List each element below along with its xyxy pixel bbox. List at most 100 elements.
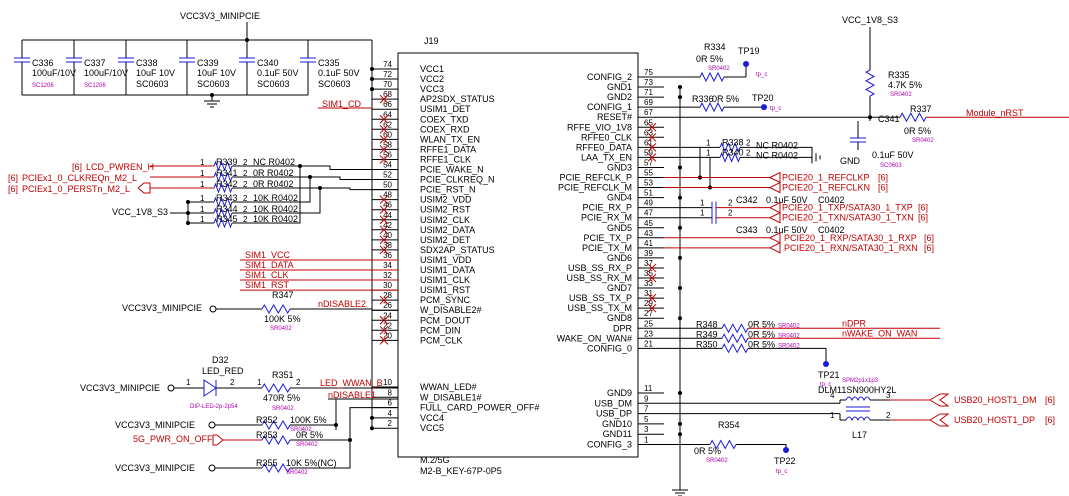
junction-dot xyxy=(868,115,872,120)
pin-number: 40 xyxy=(383,231,392,240)
no-connect-mark xyxy=(647,142,657,152)
offpage-connector xyxy=(769,201,781,214)
power-label-vcc3v3: VCC3V3_MINIPCIE xyxy=(122,303,202,313)
resistor-package: SR0402 xyxy=(270,326,292,332)
resistor-symbol xyxy=(899,112,927,123)
pin-name: USIM2_RST xyxy=(420,205,471,215)
resistor-symbol xyxy=(261,304,291,314)
junction-dot xyxy=(370,87,374,92)
net-label-usb: USB20_HOST1_DM xyxy=(954,395,1037,405)
choke-pin: 4 xyxy=(830,391,835,400)
capacitor-value: 0.1uF 50V xyxy=(766,195,808,205)
pin-number: 26 xyxy=(383,301,392,310)
capacitor-ref: C341 xyxy=(878,114,900,124)
pin-number: 30 xyxy=(383,281,392,290)
resistor-value: NC R0402 xyxy=(756,150,798,160)
pin-number: 3 xyxy=(644,425,649,434)
no-connect-mark xyxy=(647,303,657,313)
pin-number: 27 xyxy=(644,309,653,318)
resistor-package: SR0402 xyxy=(778,323,800,329)
no-connect-mark xyxy=(379,155,389,164)
pin-name: GND1 xyxy=(607,82,632,92)
wire xyxy=(748,347,827,362)
pin-number: 20 xyxy=(383,331,392,340)
led-package: DIP-LED-2p-2p54 xyxy=(190,404,238,410)
resistor-symbol xyxy=(709,439,737,450)
resistor-value: 0R R0402 xyxy=(253,168,294,178)
resistor-pin: 2 xyxy=(243,158,248,167)
resistor-pin: 2 xyxy=(243,205,248,214)
pin-number: 63 xyxy=(644,128,653,137)
pin-name: FULL_CARD_POWER_OFF# xyxy=(420,403,540,413)
choke-value: DLM11SN900HY2L xyxy=(818,385,896,395)
pin-name: GND4 xyxy=(607,193,632,203)
no-connect-mark xyxy=(379,225,389,235)
test-point-icon xyxy=(823,361,829,367)
pin-name: PCIE_REFCLK_M xyxy=(558,183,632,193)
pin-name: AP2SDX_STATUS xyxy=(420,94,495,104)
sheet-ref: [6] xyxy=(1045,415,1055,425)
connector-ref: J19 xyxy=(424,36,439,46)
wire xyxy=(736,444,787,448)
no-connect-mark xyxy=(647,263,657,273)
pin-name: GND6 xyxy=(607,253,632,263)
resistor-pin: 1 xyxy=(257,378,262,387)
resistor-pin: 2 xyxy=(746,148,751,157)
no-connect-mark xyxy=(379,94,389,104)
pin-number: 31 xyxy=(644,289,653,298)
capacitor-pin: 1 xyxy=(700,209,705,218)
pin-name: USIM2_DET xyxy=(420,235,471,245)
net-label-ndisable1: nDISABLE1 xyxy=(328,390,376,400)
led-ref: D32 xyxy=(212,355,229,365)
resistor-value: 10K R0402 xyxy=(253,204,298,214)
pin-name: PCIE_WAKE_N xyxy=(420,165,484,175)
capacitor-package: SC0603 xyxy=(318,79,351,89)
resistor-ref: R338 xyxy=(722,137,744,147)
resistor-symbol xyxy=(213,217,233,229)
pin-name: USIM1_DET xyxy=(420,104,471,114)
pin-name: VCC2 xyxy=(420,74,444,84)
pin-number: 9 xyxy=(644,394,649,403)
resistor-symbol xyxy=(213,182,233,194)
resistor-package: SR0402 xyxy=(706,458,728,464)
wire xyxy=(290,407,398,441)
resistor-value: NC R0402 xyxy=(253,157,295,167)
pin-name: USIM2_DATA xyxy=(420,225,475,235)
resistor-package: SR0402 xyxy=(912,138,934,144)
pin-name: GND5 xyxy=(607,223,632,233)
pin-name: PCIE_CLKREQ_N xyxy=(420,175,495,185)
resistor-ref: R351 xyxy=(272,370,294,380)
junction-dot xyxy=(678,165,682,170)
resistor-ref: R355 xyxy=(256,458,278,468)
resistor-pin: 1 xyxy=(200,169,205,178)
pin-number: 41 xyxy=(644,239,653,248)
offpage-connector xyxy=(769,211,781,224)
sheet-ref: [6] xyxy=(8,173,18,183)
no-connect-mark xyxy=(379,145,389,154)
pin-number: 5 xyxy=(644,415,649,424)
resistor-value: 0R 5% xyxy=(696,54,723,64)
junction-dot xyxy=(308,175,312,179)
pin-number: 68 xyxy=(383,90,392,99)
resistor-value: 0R 5% xyxy=(296,430,323,440)
pin-number: 37 xyxy=(644,259,653,268)
resistor-value: NC R0402 xyxy=(756,140,798,150)
net-label-sim: SIM1_RST xyxy=(245,280,290,290)
pin-name: PCIE_RST_N xyxy=(420,185,476,195)
resistor-pin: 2 xyxy=(746,138,751,147)
resistor-ref: R344 xyxy=(216,204,238,214)
net-label-ndpr: nDPR xyxy=(842,318,867,328)
capacitor-ref: C343 xyxy=(736,225,758,235)
test-point-icon xyxy=(743,61,749,67)
pin-name: PCM_DIN xyxy=(420,325,461,335)
net-label-pcie-tx: PCIE20_1_TXP/SATA30_1_TXP xyxy=(782,203,913,213)
pin-number: 11 xyxy=(644,384,653,393)
pin-name: CONFIG_0 xyxy=(587,343,632,353)
pin-name: CONFIG_1 xyxy=(587,102,632,112)
junction-dot xyxy=(678,225,682,230)
sheet-ref: [6] xyxy=(924,233,934,243)
net-label-refclk: PCIE20_1_REFCLKN xyxy=(782,183,870,193)
resistor-symbol xyxy=(721,333,749,344)
no-connect-mark xyxy=(379,245,389,255)
